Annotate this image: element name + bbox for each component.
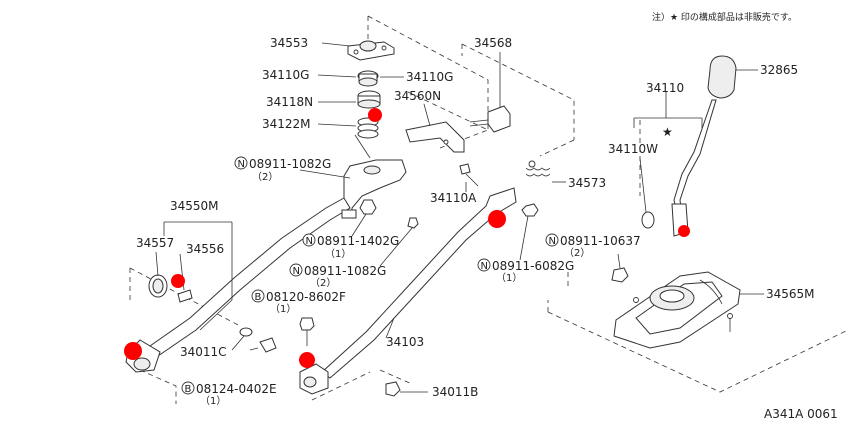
highlight-rod-upper	[488, 210, 506, 228]
svg-text:B: B	[255, 292, 262, 303]
highlight-34122M	[368, 108, 382, 122]
bolt-34568	[469, 52, 511, 133]
label-08911-6082G: 08911-6082G	[492, 259, 574, 273]
svg-text:N: N	[481, 261, 488, 272]
label-34573: 34573	[568, 176, 606, 190]
label-34553: 34553	[270, 36, 308, 50]
nut-34011B	[385, 381, 428, 397]
shift-knob-32865	[707, 55, 758, 99]
label-34110: 34110	[646, 81, 684, 95]
label-08911-1402G: 08911-1402G	[317, 234, 399, 248]
label-34110A: 34110A	[430, 191, 477, 205]
nut-08911-1402G: N	[302, 199, 377, 247]
seat-34118N	[318, 90, 381, 109]
label-34110W: 34110W	[608, 142, 658, 156]
bushing-34110G	[317, 70, 404, 87]
bolt-34110A	[459, 163, 479, 192]
nut-08911-1082G-top: N	[234, 156, 248, 170]
highlight-34557	[171, 274, 185, 288]
label-32865: 32865	[760, 63, 798, 77]
nut-08911-1082G-mid: N	[289, 217, 419, 277]
nut-08911-6082G: N	[477, 203, 539, 272]
pin-34556	[177, 289, 193, 303]
svg-text:N: N	[238, 159, 245, 170]
spring-34573	[525, 160, 566, 183]
label-34103: 34103	[386, 335, 424, 349]
shift-rod-34550M	[139, 134, 407, 367]
qty-08911-1082G-top: （2）	[252, 171, 278, 183]
label-34011C: 34011C	[180, 345, 227, 359]
control-rod-34103	[299, 187, 517, 395]
label-34011B: 34011B	[432, 385, 478, 399]
label-lines-34550M	[163, 221, 233, 331]
qty-08911-6082G: （1）	[496, 272, 522, 284]
highlight-rod-lower	[299, 352, 315, 368]
control-housing-34565M	[613, 271, 764, 349]
label-34110G-right: 34110G	[406, 70, 453, 84]
label-08124-0402E: 08124-0402E	[196, 382, 277, 396]
label-34550M: 34550M	[170, 199, 219, 213]
sales-note: 注）★ 印の構成部品は非販売です。	[652, 11, 797, 23]
label-08120-8602F: 08120-8602F	[266, 290, 346, 304]
qty-08124-0402E: （1）	[200, 395, 226, 407]
label-08911-1082G-top: 08911-1082G	[249, 157, 331, 171]
washer-34011C	[231, 327, 253, 351]
qty-08911-10637: （2）	[564, 247, 590, 259]
label-34557: 34557	[136, 236, 174, 250]
highlight-34110	[678, 225, 690, 237]
shift-lever-34110	[633, 92, 717, 237]
diagram-code: A341A 0061	[764, 407, 838, 421]
dashed-boundaries	[129, 15, 849, 404]
qty-08911-1402G: （1）	[325, 248, 351, 260]
bolt-08124-0402E: B	[181, 337, 277, 395]
svg-text:B: B	[185, 384, 192, 395]
bracket-34560N	[405, 103, 465, 153]
svg-text:N: N	[293, 266, 300, 277]
label-08911-1082G-mid: 08911-1082G	[304, 264, 386, 278]
star-mark: ★	[662, 125, 673, 139]
svg-text:N: N	[306, 236, 313, 247]
label-34122M: 34122M	[262, 117, 311, 131]
label-08911-10637: 08911-10637	[560, 234, 641, 248]
svg-text:N: N	[549, 236, 556, 247]
spring-34122M	[317, 117, 379, 139]
label-34110G-left: 34110G	[262, 68, 309, 82]
bushing-34557	[148, 251, 168, 298]
qty-08911-1082G-mid: （2）	[310, 277, 336, 289]
bolt-08120-8602F: B	[251, 289, 315, 346]
label-34565M: 34565M	[766, 287, 815, 301]
label-34568: 34568	[474, 36, 512, 50]
label-34560N: 34560N	[394, 89, 441, 103]
label-34118N: 34118N	[266, 95, 313, 109]
nut-08911-10637: N	[545, 233, 629, 283]
boot-retainer-34553	[321, 40, 395, 61]
qty-08120-8602F: （1）	[270, 303, 296, 315]
highlight-end-left	[124, 342, 142, 360]
label-34556: 34556	[186, 242, 224, 256]
